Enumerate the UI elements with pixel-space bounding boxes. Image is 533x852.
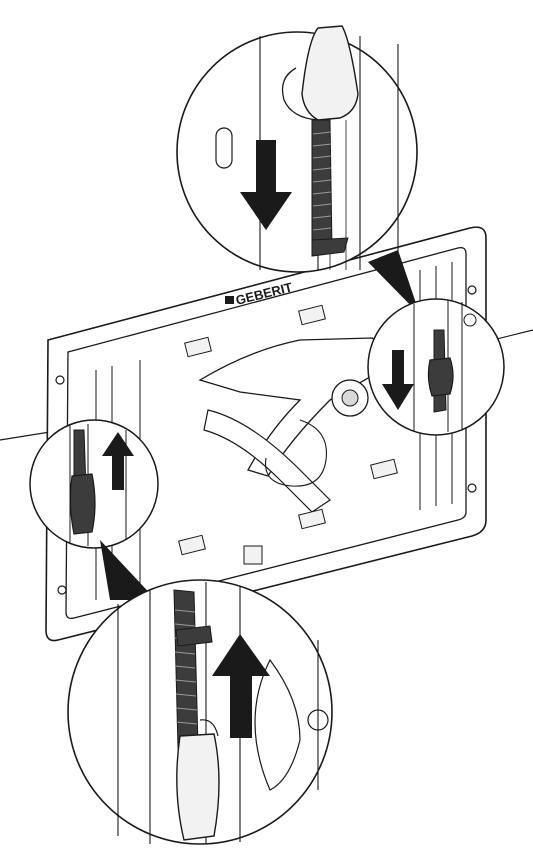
strap-tip bbox=[175, 625, 213, 647]
clip bbox=[243, 545, 263, 565]
arrow-up-icon bbox=[212, 634, 270, 738]
detail-top bbox=[176, 25, 420, 315]
cable-loop bbox=[264, 419, 328, 487]
handle bbox=[69, 473, 96, 535]
arrow-up-icon bbox=[102, 432, 134, 490]
callout-pointer bbox=[100, 540, 156, 600]
slot bbox=[307, 709, 329, 731]
handle bbox=[301, 25, 359, 121]
handle bbox=[427, 357, 454, 397]
detail-left bbox=[29, 419, 159, 549]
strap bbox=[173, 589, 199, 749]
detail-right bbox=[367, 298, 505, 436]
detail-bottom bbox=[67, 540, 333, 845]
slot bbox=[463, 313, 477, 327]
clip bbox=[298, 304, 326, 326]
pivot-inner bbox=[341, 389, 359, 407]
handle-ring bbox=[281, 67, 319, 121]
mount-hole bbox=[57, 585, 67, 595]
rail bbox=[117, 582, 319, 844]
actuator-frame: GEBERIT bbox=[45, 226, 487, 642]
callout-pointer bbox=[368, 250, 420, 315]
mount-hole bbox=[467, 285, 477, 295]
handle bbox=[176, 733, 220, 841]
clip bbox=[370, 458, 398, 480]
clip bbox=[178, 534, 206, 556]
mount-hole bbox=[55, 375, 65, 385]
strap bbox=[311, 119, 333, 255]
arrow-down-icon bbox=[382, 350, 414, 410]
lever-arm bbox=[198, 337, 386, 477]
arrow-down-icon bbox=[240, 140, 292, 230]
mount-hole bbox=[467, 483, 477, 493]
strap-ridges bbox=[312, 131, 332, 231]
strap-tip bbox=[311, 237, 349, 257]
clip bbox=[298, 508, 326, 530]
clip bbox=[184, 336, 212, 358]
logo-mark bbox=[225, 296, 234, 304]
cutout bbox=[254, 658, 301, 791]
slot bbox=[215, 127, 233, 169]
detail-circle bbox=[176, 31, 418, 273]
handle-ring bbox=[199, 719, 219, 737]
